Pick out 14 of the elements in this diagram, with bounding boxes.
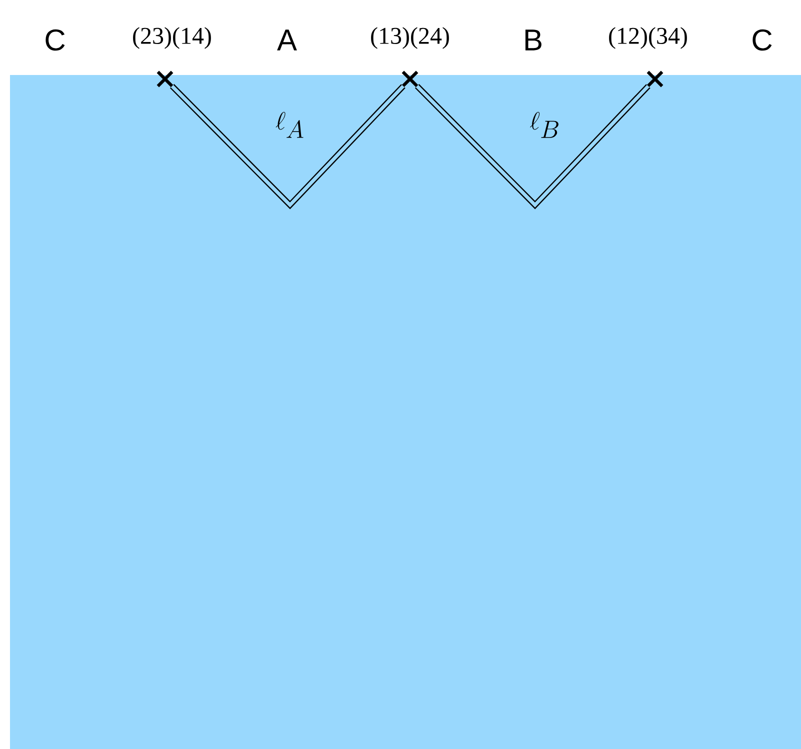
- region-label: A: [277, 30, 297, 50]
- cross-mark: [646, 70, 664, 88]
- double-line: [414, 84, 650, 210]
- double-line: [170, 84, 406, 210]
- region-label: B: [525, 30, 542, 50]
- cycle-label: (13)(24): [371, 27, 449, 49]
- cycle-label: (12)(34): [609, 27, 687, 49]
- cycle-label: (23)(14): [133, 27, 211, 49]
- region-label: C: [752, 29, 772, 51]
- region-label: C: [46, 29, 65, 51]
- cross-mark: [401, 70, 419, 88]
- edge-label: $\ell_B$: [530, 112, 558, 138]
- cross-mark: [156, 70, 174, 88]
- edge-label: $\ell_A$: [276, 112, 304, 138]
